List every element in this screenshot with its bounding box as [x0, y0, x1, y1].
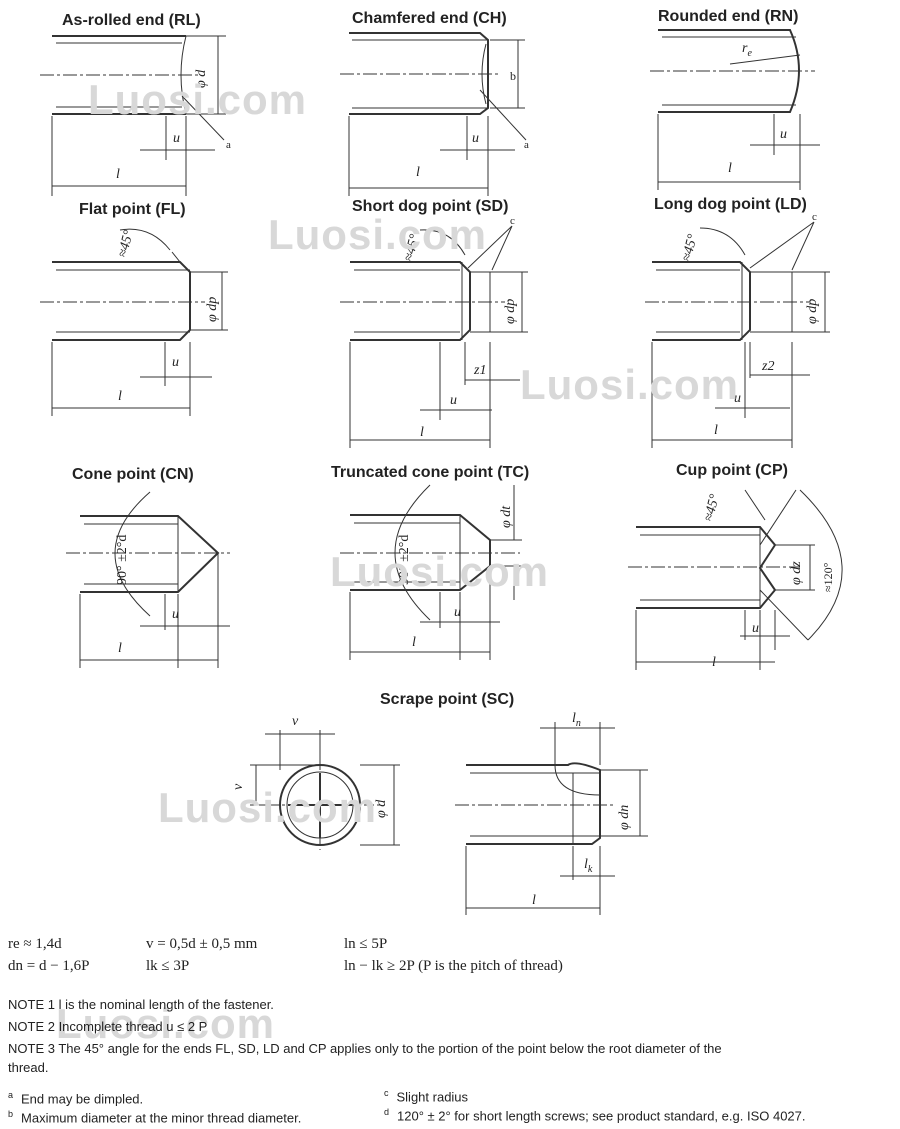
- svg-text:u: u: [454, 605, 461, 620]
- note-3-continued: thread.: [8, 1060, 49, 1075]
- svg-text:l: l: [412, 635, 416, 650]
- svg-text:90° ±2°d: 90° ±2°d: [397, 535, 412, 585]
- svg-text:a: a: [226, 139, 231, 151]
- svg-text:90° ±2°d: 90° ±2°d: [115, 535, 130, 585]
- svg-text:≈45°: ≈45°: [679, 232, 701, 263]
- diagram-rl: φ d u a l: [40, 35, 231, 196]
- formula-re: re ≈ 1,4d: [8, 936, 62, 952]
- footnote-b: b Maximum diameter at the minor thread di…: [8, 1109, 301, 1125]
- svg-text:b: b: [510, 69, 516, 83]
- note-3: NOTE 3 The 45° angle for the ends FL, SD…: [8, 1041, 722, 1056]
- title-cup-point: Cup point (CP): [676, 462, 788, 479]
- svg-text:z2: z2: [761, 359, 774, 374]
- title-flat-point: Flat point (FL): [79, 201, 186, 218]
- svg-text:u: u: [472, 131, 479, 146]
- svg-text:l: l: [532, 893, 536, 908]
- svg-text:φ dp: φ dp: [805, 299, 820, 324]
- svg-text:φ dt: φ dt: [499, 505, 514, 528]
- svg-text:l: l: [714, 423, 718, 438]
- diagram-cp: ≈45° φ dz ≈120° u l: [628, 489, 843, 670]
- svg-text:u: u: [734, 391, 741, 406]
- svg-text:re: re: [742, 41, 752, 59]
- svg-text:l: l: [728, 161, 732, 176]
- svg-text:u: u: [752, 621, 759, 636]
- watermark: Luosi.com: [56, 1000, 276, 1047]
- diagram-ch: b u a l: [340, 32, 529, 196]
- svg-text:a: a: [524, 139, 529, 151]
- svg-text:φ dp: φ dp: [503, 299, 518, 324]
- svg-text:z1: z1: [473, 363, 486, 378]
- svg-text:lk: lk: [584, 857, 593, 875]
- diagram-tc: 90° ±2°d φ dt u l: [340, 484, 522, 660]
- footnote-b-text: Maximum diameter at the minor thread dia…: [21, 1110, 302, 1126]
- svg-text:ln: ln: [572, 711, 581, 729]
- svg-text:φ d: φ d: [374, 799, 389, 818]
- fastener-ends-drawing: φ d u a l b u a l re u l: [40, 29, 843, 915]
- svg-text:≈45°: ≈45°: [115, 228, 137, 259]
- svg-text:u: u: [780, 127, 787, 142]
- svg-text:l: l: [118, 389, 122, 404]
- watermark: Luosi.com: [88, 76, 308, 123]
- diagram-fl: ≈45° φ dp u l: [40, 228, 228, 416]
- watermark: Luosi.com: [268, 211, 488, 258]
- svg-text:u: u: [172, 607, 179, 622]
- svg-text:φ d: φ d: [194, 69, 209, 88]
- title-short-dog-point: Short dog point (SD): [352, 198, 509, 215]
- svg-text:≈45°: ≈45°: [401, 232, 423, 263]
- diagram-ld: ≈45° φ dp c z2 u l: [645, 211, 830, 448]
- svg-text:≈45°: ≈45°: [701, 492, 723, 523]
- svg-text:u: u: [172, 355, 179, 370]
- diagram-sc-end-view: v v φ d: [231, 714, 400, 850]
- footnote-key-b: b: [8, 1109, 14, 1119]
- svg-text:u: u: [173, 131, 180, 146]
- footnote-key-c: c: [384, 1088, 389, 1098]
- footnote-d-text: 120° ± 2° for short length screws; see p…: [397, 1108, 806, 1124]
- svg-text:l: l: [420, 425, 424, 440]
- svg-text:l: l: [416, 165, 420, 180]
- svg-text:l: l: [712, 655, 716, 670]
- note-1: NOTE 1 l is the nominal length of the fa…: [8, 997, 274, 1012]
- formula-ln: ln ≤ 5P: [344, 936, 388, 952]
- title-as-rolled-end: As-rolled end (RL): [62, 12, 201, 29]
- footnote-a: a End may be dimpled.: [8, 1090, 143, 1106]
- footnote-d: d 120° ± 2° for short length screws; see …: [384, 1107, 806, 1123]
- title-cone-point: Cone point (CN): [72, 466, 194, 483]
- formula-ln-lk: ln − lk ≥ 2P (P is the pitch of thread): [344, 958, 563, 974]
- title-truncated-cone-point: Truncated cone point (TC): [331, 464, 530, 481]
- title-chamfered-end: Chamfered end (CH): [352, 10, 507, 27]
- svg-text:≈120°: ≈120°: [821, 562, 835, 592]
- title-rounded-end: Rounded end (RN): [658, 8, 799, 25]
- footnote-a-text: End may be dimpled.: [21, 1091, 144, 1107]
- formula-v: v = 0,5d ± 0,5 mm: [146, 936, 258, 952]
- diagram-sd: ≈45° φ dp c z1 u l: [340, 215, 528, 448]
- watermark: Luosi.com: [330, 548, 550, 595]
- title-scrape-point: Scrape point (SC): [380, 691, 515, 708]
- svg-text:c: c: [812, 211, 817, 223]
- diagram-rn: re u l: [650, 29, 820, 190]
- formula-dn: dn = d − 1,6P: [8, 958, 90, 974]
- svg-text:v: v: [292, 714, 299, 729]
- footnote-key-a: a: [8, 1090, 14, 1100]
- watermark: Luosi.com: [520, 361, 740, 408]
- svg-text:u: u: [450, 393, 457, 408]
- svg-text:c: c: [510, 215, 515, 227]
- svg-text:φ dn: φ dn: [617, 805, 632, 830]
- formula-lk: lk ≤ 3P: [146, 958, 190, 974]
- svg-text:l: l: [118, 641, 122, 656]
- footnote-c: c Slight radius: [384, 1088, 468, 1104]
- watermark: Luosi.com: [158, 784, 378, 831]
- svg-text:φ dp: φ dp: [205, 297, 220, 322]
- title-long-dog-point: Long dog point (LD): [654, 196, 807, 213]
- diagram-cn: 90° ±2°d u l: [66, 491, 230, 668]
- svg-text:φ dz: φ dz: [789, 561, 804, 585]
- footnote-key-d: d: [384, 1107, 390, 1117]
- note-2: NOTE 2 Incomplete thread u ≤ 2 P: [8, 1019, 208, 1034]
- diagram-sc-side-view: ln φ dn lk l: [455, 711, 648, 915]
- footnote-c-text: Slight radius: [396, 1089, 469, 1105]
- svg-text:l: l: [116, 167, 120, 182]
- svg-text:v: v: [231, 783, 246, 790]
